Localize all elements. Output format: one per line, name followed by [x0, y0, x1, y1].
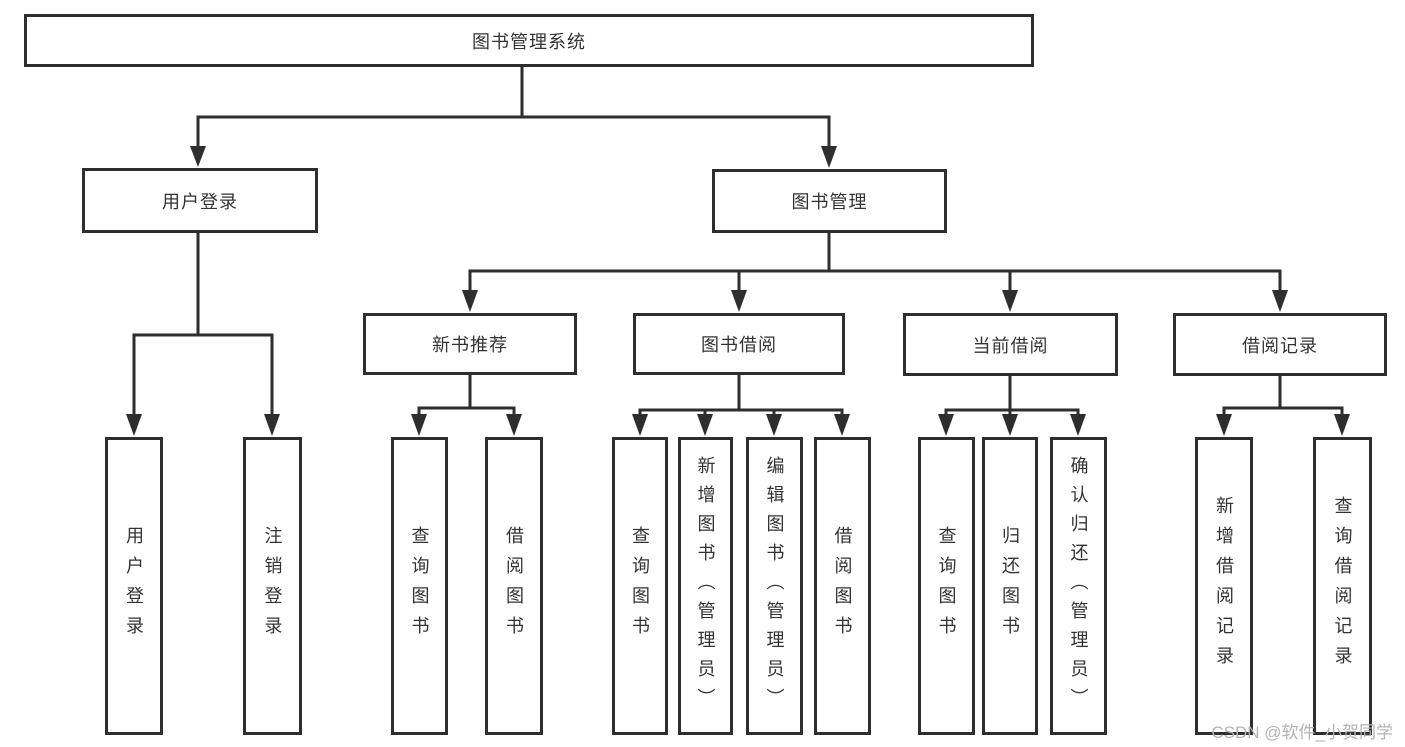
leaf-borrow-books-recommend: 借阅图书	[485, 437, 543, 735]
leaf-query-books-borrow: 查询图书	[612, 437, 668, 735]
connector-borrow-records-to-leaves	[1216, 374, 1350, 436]
node-current-borrow: 当前借阅	[903, 313, 1118, 376]
node-label: 新增借阅记录	[1214, 496, 1234, 676]
connector-user-login-to-leaves	[126, 231, 280, 436]
node-label: 借阅图书	[504, 526, 524, 646]
node-label: 归还图书	[1000, 526, 1020, 646]
leaf-borrow-books: 借阅图书	[814, 437, 871, 735]
leaf-return-books: 归还图书	[982, 437, 1038, 735]
node-borrow-records: 借阅记录	[1173, 313, 1387, 376]
leaf-confirm-return-admin: 确认归还（管理员）	[1050, 437, 1107, 735]
node-label: 新书推荐	[432, 335, 508, 355]
node-label: 用户登录	[162, 191, 238, 212]
node-label: 确认归还（管理员）	[1068, 455, 1089, 717]
node-user-login: 用户登录	[82, 168, 318, 233]
leaf-query-books-recommend: 查询图书	[391, 437, 448, 735]
node-label: 用户登录	[124, 526, 144, 646]
leaf-user-login: 用户登录	[105, 437, 163, 735]
node-root-library-system: 图书管理系统	[24, 14, 1034, 67]
node-label: 编辑图书（管理员）	[764, 455, 785, 717]
leaf-query-borrow-record: 查询借阅记录	[1313, 437, 1372, 735]
node-label: 注销登录	[262, 526, 283, 646]
node-label: 当前借阅	[972, 335, 1049, 356]
node-label: 图书借阅	[701, 335, 777, 355]
connector-book-borrow-to-leaves	[632, 373, 850, 436]
node-label: 图书管理	[791, 192, 868, 212]
node-new-book-recommend: 新书推荐	[363, 313, 577, 375]
connector-root-to-level2	[190, 65, 837, 168]
csdn-watermark: CSDN @软件_小贺同学	[1211, 723, 1393, 742]
node-label: 图书管理系统	[472, 31, 586, 52]
node-label: 借阅图书	[832, 526, 853, 646]
leaf-edit-books-admin: 编辑图书（管理员）	[746, 437, 803, 735]
connector-current-borrow-to-leaves	[938, 374, 1086, 436]
leaf-add-borrow-record: 新增借阅记录	[1195, 437, 1253, 735]
connector-new-book-recommend-to-leaves	[411, 373, 522, 436]
leaf-query-books-current: 查询图书	[918, 437, 975, 735]
node-label: 借阅记录	[1242, 335, 1318, 356]
leaf-add-books-admin: 新增图书（管理员）	[678, 437, 733, 735]
node-label: 查询图书	[630, 526, 650, 646]
node-label: 查询图书	[936, 526, 957, 646]
leaf-logout: 注销登录	[243, 437, 302, 735]
node-label: 查询借阅记录	[1332, 496, 1353, 676]
node-label: 查询图书	[409, 526, 430, 646]
node-book-borrow: 图书借阅	[633, 313, 845, 375]
node-book-management: 图书管理	[712, 169, 947, 233]
node-label: 新增图书（管理员）	[695, 455, 716, 717]
connector-book-management-to-level3	[462, 231, 1288, 312]
